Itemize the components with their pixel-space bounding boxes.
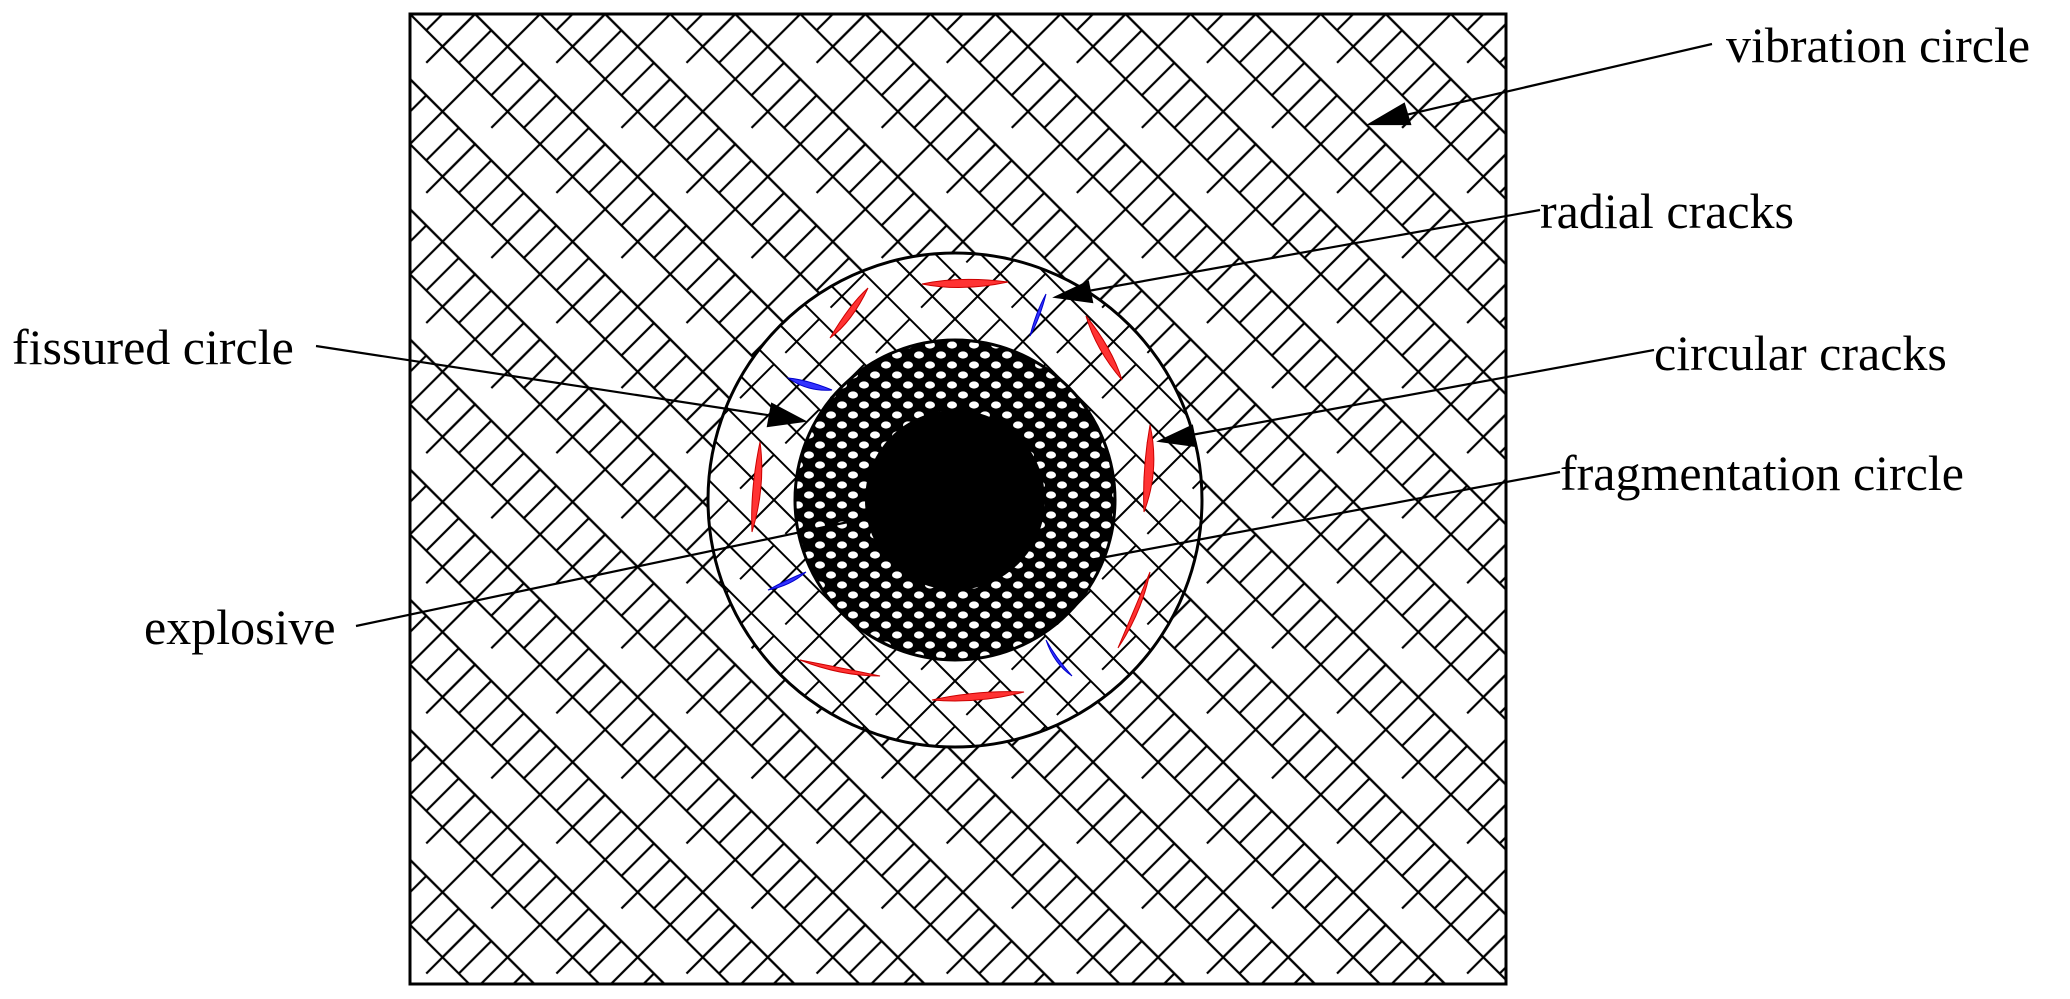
radial-cracks-arrowhead <box>1052 280 1094 304</box>
circular-crack <box>767 571 807 591</box>
radial-crack <box>921 278 1009 289</box>
explosive-leader <box>355 512 887 628</box>
circular-cracks-arrowhead <box>1156 424 1198 448</box>
explosive-label: explosive <box>144 599 336 655</box>
fragmentation-circle-leader <box>1089 470 1561 562</box>
fissured-circle-label: fissured circle <box>12 319 294 375</box>
fissured-circle-leader <box>315 344 801 422</box>
radial-crack <box>1117 571 1151 649</box>
circular-cracks-label: circular cracks <box>1654 325 1947 381</box>
radial-crack <box>1085 315 1123 381</box>
radial-cracks-label: radial cracks <box>1540 183 1795 239</box>
radial-cracks-leader <box>1059 208 1541 298</box>
fissured-circle-arrowhead <box>766 402 808 428</box>
radial-crack <box>931 691 1025 702</box>
vibration-circle-arrowhead <box>1365 102 1412 126</box>
circular-cracks-leader <box>1163 348 1655 442</box>
circular-cracks <box>767 293 1073 677</box>
fragmentation-circle-label: fragmentation circle <box>1560 445 1964 501</box>
circular-crack <box>786 377 833 391</box>
vibration-circle-leader <box>1383 42 1713 122</box>
circular-crack <box>1029 293 1047 337</box>
radial-cracks <box>751 278 1155 702</box>
circular-crack <box>1045 639 1073 677</box>
radial-crack <box>799 659 881 677</box>
leader-lines <box>315 42 1713 628</box>
rock-mass-border <box>408 12 1508 986</box>
explosive-charge <box>865 410 1045 590</box>
vibration-circle-label: vibration circle <box>1726 17 2031 73</box>
radial-crack <box>751 441 763 533</box>
radial-crack <box>1143 424 1155 513</box>
radial-crack <box>829 287 869 339</box>
